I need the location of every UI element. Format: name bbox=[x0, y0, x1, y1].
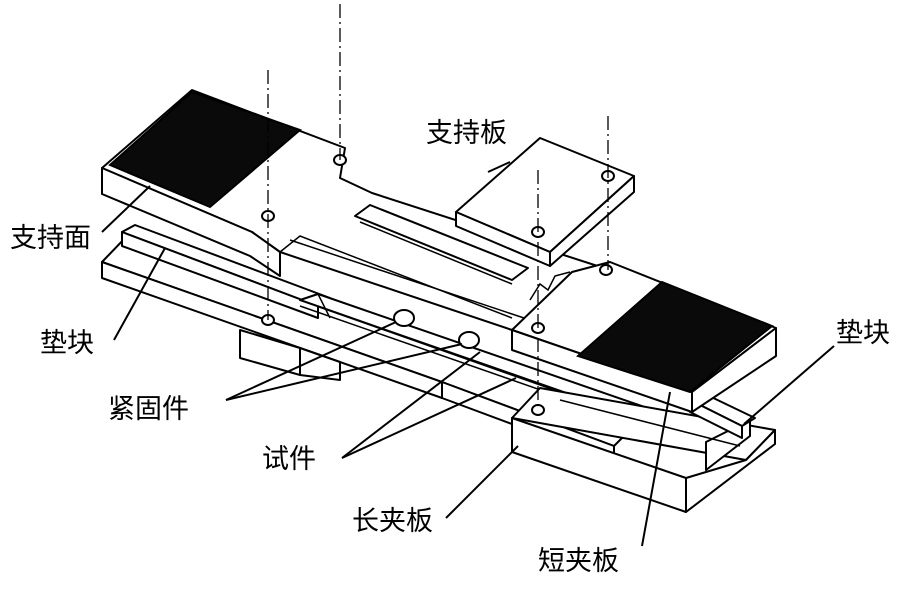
center-lines bbox=[267, 4, 609, 410]
label-support-face: 支持面 bbox=[10, 223, 91, 254]
label-long-clamp: 长夹板 bbox=[352, 506, 433, 537]
label-specimen: 试件 bbox=[262, 444, 316, 475]
fastener-circles bbox=[393, 309, 480, 349]
short-clamp-plate bbox=[511, 387, 776, 513]
top-support-plate bbox=[101, 89, 611, 331]
label-pad-left: 垫块 bbox=[40, 328, 94, 359]
top-plate-right-block bbox=[511, 261, 777, 413]
bolt-holes bbox=[261, 154, 615, 416]
label-pad-right: 垫块 bbox=[836, 318, 890, 349]
support-plate bbox=[455, 137, 635, 267]
label-fastener: 紧固件 bbox=[108, 394, 189, 425]
label-short-clamp: 短夹板 bbox=[538, 546, 619, 577]
label-support-plate: 支持板 bbox=[426, 118, 507, 149]
leader-lines bbox=[101, 161, 835, 547]
